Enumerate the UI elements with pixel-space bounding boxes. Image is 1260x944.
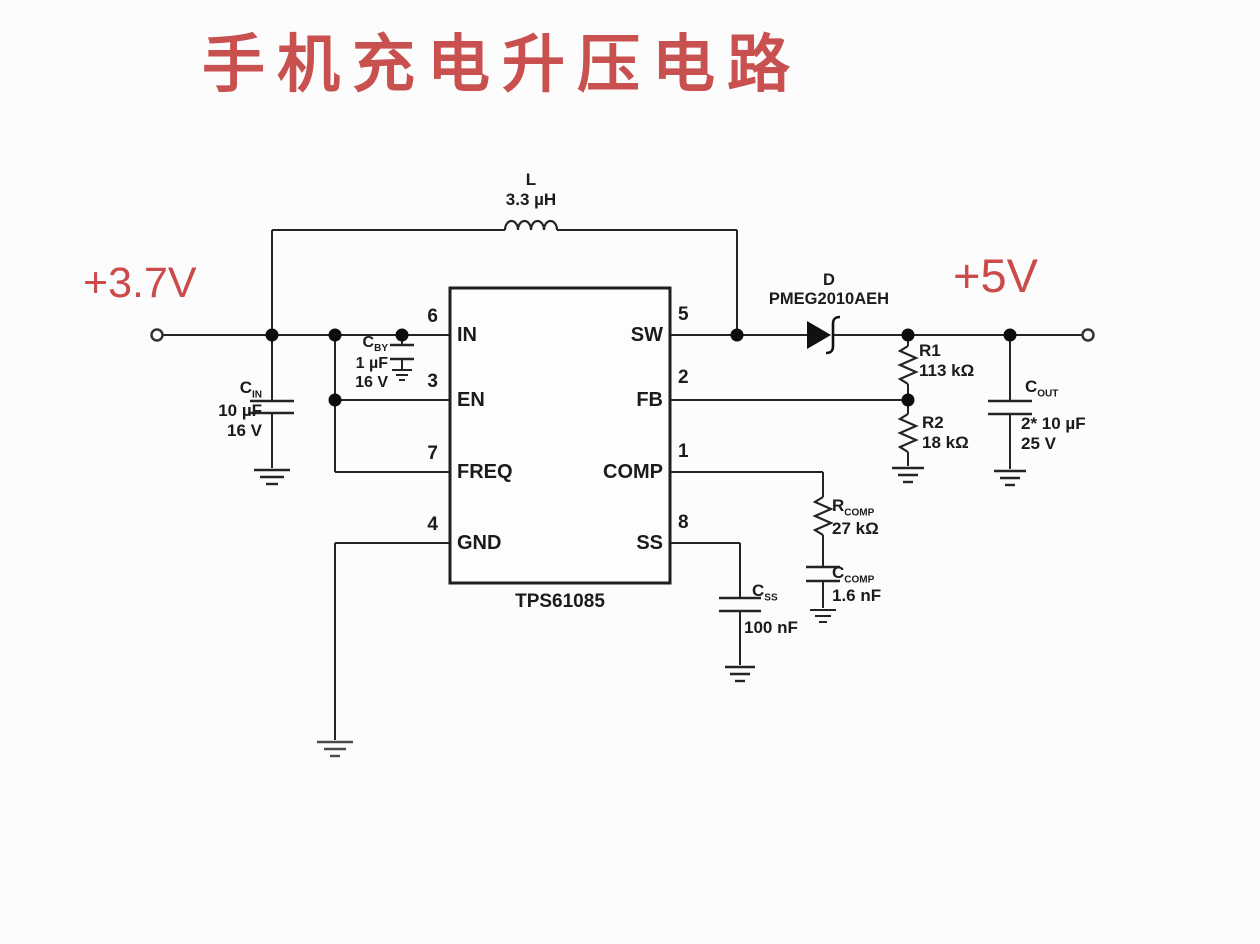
wires <box>163 229 1082 740</box>
ground-css <box>725 665 755 683</box>
r1-label: R1 113 kΩ <box>919 341 974 381</box>
rcomp-value: 27 kΩ <box>832 519 879 539</box>
cin-label: CIN 10 µF 16 V <box>186 378 262 441</box>
pin-num-fb: 2 <box>678 367 689 388</box>
inductor-value: 3.3 µH <box>505 190 557 210</box>
diode-schottky-bar <box>825 315 841 355</box>
r1-value: 113 kΩ <box>919 361 975 381</box>
cby-ref: CBY <box>362 334 388 355</box>
cout-value: 2* 10 µF <box>1021 414 1086 433</box>
junction-dot <box>328 328 342 342</box>
pin-label-gnd: GND <box>457 532 502 554</box>
pin-num-in: 6 <box>427 306 438 327</box>
pin-label-en: EN <box>457 389 485 411</box>
ccomp-label: CCOMP 1.6 nF <box>832 563 881 606</box>
diode-label: D PMEG2010AEH <box>762 271 896 310</box>
pin-label-sw: SW <box>630 324 663 346</box>
ccomp-value: 1.6 nF <box>832 586 882 606</box>
output-voltage-label: +5V <box>953 249 1038 302</box>
grounds <box>254 369 1026 758</box>
pin-label-in: IN <box>457 324 477 346</box>
junction-dot <box>730 328 744 342</box>
css-value: 100 nF <box>744 618 798 637</box>
ccomp-ref: CCOMP <box>832 563 875 586</box>
cby-value: 1 µF <box>355 354 388 372</box>
ground-main <box>317 740 353 758</box>
ic-body <box>448 286 672 585</box>
cin-ref: CIN <box>239 378 262 401</box>
junction-dot <box>265 328 279 342</box>
page-title: 手机充电升压电路 <box>202 30 802 100</box>
cin-value: 10 µF <box>218 401 262 421</box>
pin-num-comp: 1 <box>678 441 689 462</box>
ic-part-label: TPS61085 <box>515 591 605 612</box>
pin-label-fb: FB <box>636 389 663 411</box>
pin-label-ss: SS <box>636 532 663 554</box>
output-terminal <box>1081 328 1095 342</box>
junction-dot <box>901 393 915 407</box>
ground-cin <box>254 468 290 486</box>
rcomp-label: RCOMP 27 kΩ <box>832 496 879 539</box>
ground-cby <box>392 369 412 381</box>
pin-num-en: 3 <box>427 371 438 392</box>
css-ref: CSS <box>752 581 778 604</box>
r2-label: R2 18 kΩ <box>922 413 969 453</box>
inductor-ref: L <box>525 170 537 189</box>
rcomp-ref: RCOMP <box>832 496 875 519</box>
cout-rating: 25 V <box>1021 434 1056 454</box>
capacitors <box>250 343 1032 613</box>
inductor-label: L 3.3 µH <box>481 170 581 210</box>
input-terminal <box>150 328 164 342</box>
cout-ref: COUT <box>1025 377 1059 400</box>
pin-num-ss: 8 <box>678 512 689 533</box>
junction-dot <box>901 328 915 342</box>
resistor-r2 <box>897 413 919 453</box>
junction-dot <box>1003 328 1017 342</box>
diode-ref: D <box>823 271 835 289</box>
input-voltage-label: +3.7V <box>83 259 197 307</box>
ground-r2 <box>892 466 924 484</box>
resistor-rcomp <box>812 496 834 536</box>
cby-rating: 16 V <box>355 373 388 391</box>
r2-ref: R2 <box>922 413 944 432</box>
resistor-r1 <box>897 345 919 385</box>
diode-triangle <box>807 321 831 349</box>
ground-cout <box>994 469 1026 487</box>
r2-value: 18 kΩ <box>922 433 969 453</box>
ground-ccomp <box>810 609 836 623</box>
pin-num-sw: 5 <box>678 304 689 325</box>
junction-dot <box>395 328 409 342</box>
pin-label-freq: FREQ <box>457 461 513 483</box>
diode-symbol <box>807 315 841 355</box>
inductor-coil <box>503 219 559 231</box>
diode-part: PMEG2010AEH <box>768 290 890 309</box>
cby-label: CBY 1 µF 16 V <box>316 334 388 393</box>
pin-num-freq: 7 <box>427 443 438 464</box>
pin-num-gnd: 4 <box>427 514 438 535</box>
junction-dot <box>328 393 342 407</box>
r1-ref: R1 <box>919 341 941 360</box>
cin-rating: 16 V <box>227 421 262 441</box>
junction-dots <box>265 328 1017 407</box>
cout-values: 2* 10 µF 25 V <box>1021 414 1086 454</box>
pin-label-comp: COMP <box>603 461 663 483</box>
